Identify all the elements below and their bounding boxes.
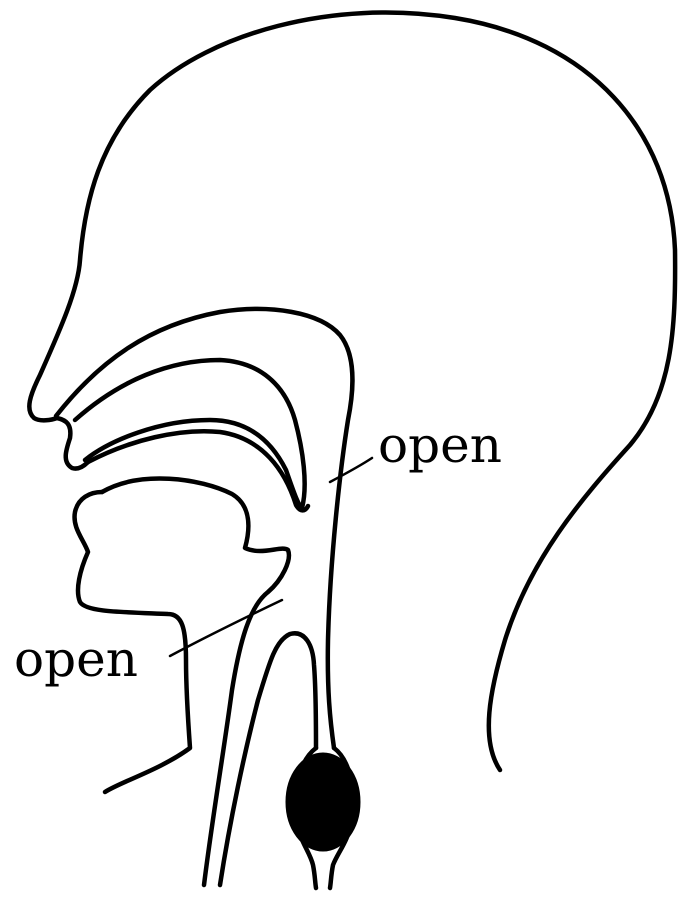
label-lower-open: open (14, 630, 138, 688)
bolus-mass (287, 754, 359, 850)
lower-open-pointer (170, 600, 282, 656)
soft-palate (88, 431, 308, 510)
upper-open-pointer (330, 458, 372, 482)
label-upper-open: open (378, 416, 502, 474)
